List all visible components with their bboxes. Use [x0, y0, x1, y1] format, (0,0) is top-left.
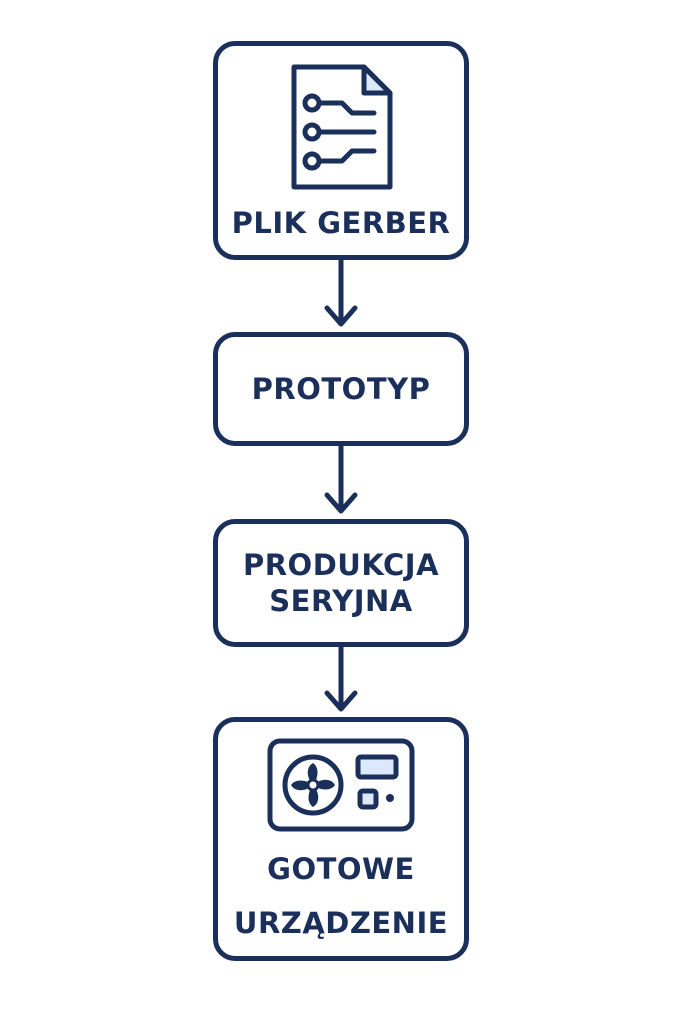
- gerber-file-icon: [286, 61, 396, 193]
- step-serial-production: PRODUKCJA SERYJNA: [213, 519, 469, 647]
- step-gerber-file: PLIK GERBER: [213, 41, 469, 260]
- flow-arrow: [316, 645, 366, 717]
- step-prototype: PROTOTYP: [213, 332, 469, 446]
- flow-arrow: [316, 258, 366, 332]
- finished-device-icon: [266, 737, 416, 833]
- step-label-line2: URZĄDZENIE: [233, 906, 449, 940]
- step-label: PLIK GERBER: [231, 205, 451, 240]
- step-label: PROTOTYP: [251, 372, 431, 406]
- step-label-line2: SERYJNA: [269, 584, 413, 618]
- step-finished-device: GOTOWE URZĄDZENIE: [213, 717, 469, 961]
- flow-arrow: [316, 444, 366, 519]
- step-label-line1: PRODUKCJA: [242, 548, 440, 582]
- step-label-line1: GOTOWE: [267, 852, 415, 886]
